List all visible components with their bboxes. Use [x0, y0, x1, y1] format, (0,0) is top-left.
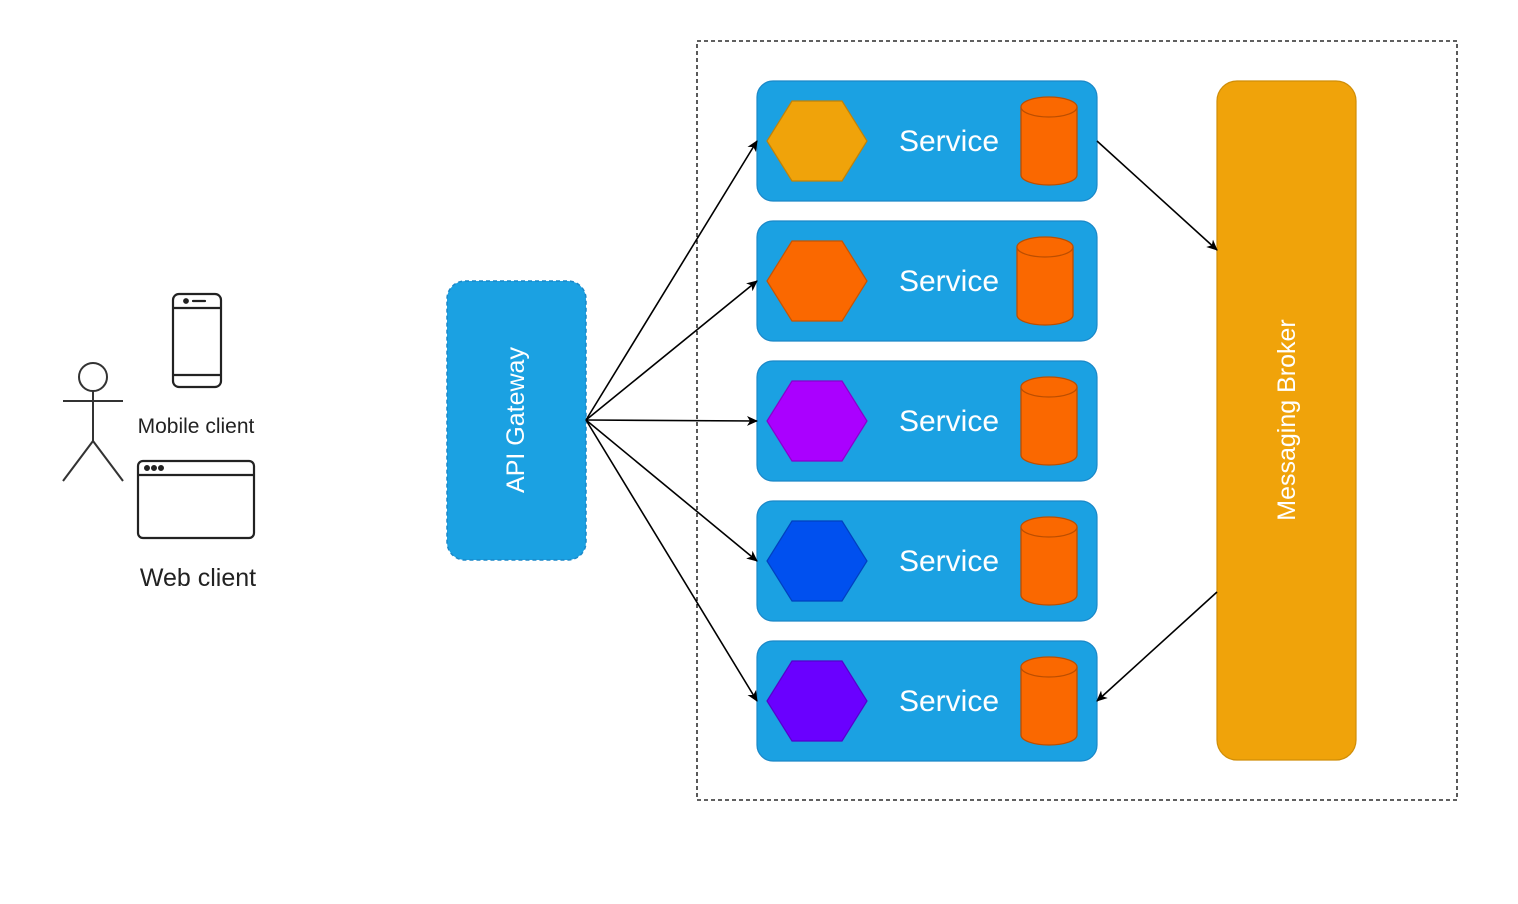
service-3[interactable]: Service — [756, 360, 1098, 482]
edge-gateway-to-service-3[interactable] — [585, 415, 758, 426]
edge-gateway-to-service-1[interactable] — [585, 140, 758, 421]
edge-broker-to-service-5[interactable] — [1096, 591, 1218, 702]
api-gateway[interactable]: API Gateway — [446, 280, 587, 561]
service-hexagon-icon — [766, 520, 868, 602]
edge-service-1-to-broker[interactable] — [1096, 140, 1218, 251]
edge-gateway-to-service-2[interactable] — [585, 280, 758, 421]
service-label: Service — [899, 685, 999, 718]
mobile-phone-icon — [171, 292, 223, 389]
messaging-broker-label: Messaging Broker — [1273, 319, 1301, 520]
service-hexagon-icon — [766, 100, 868, 182]
web-client[interactable]: Web client — [136, 459, 256, 592]
service-label: Service — [899, 545, 999, 578]
service-hexagon-icon — [766, 380, 868, 462]
mobile-client[interactable]: Mobile client — [138, 292, 255, 438]
messaging-broker-box — [1216, 80, 1357, 761]
database-icon — [1016, 236, 1074, 326]
service-label: Service — [899, 265, 999, 298]
web-client-label: Web client — [140, 564, 256, 592]
edges-group — [585, 140, 1218, 702]
service-2[interactable]: Service — [756, 220, 1098, 342]
service-1[interactable]: Service — [756, 80, 1098, 202]
database-icon — [1020, 516, 1078, 606]
service-5[interactable]: Service — [756, 640, 1098, 762]
system-boundary[interactable] — [696, 40, 1458, 801]
mobile-client-label: Mobile client — [138, 415, 255, 438]
edge-gateway-to-service-5[interactable] — [585, 419, 758, 702]
user-actor-icon[interactable] — [62, 362, 124, 482]
browser-window-icon — [136, 459, 256, 540]
database-icon — [1020, 656, 1078, 746]
service-label: Service — [899, 125, 999, 158]
service-4[interactable]: Service — [756, 500, 1098, 622]
database-icon — [1020, 96, 1078, 186]
database-icon — [1020, 376, 1078, 466]
service-hexagon-icon — [766, 660, 868, 742]
service-hexagon-icon — [766, 240, 868, 322]
api-gateway-label: API Gateway — [502, 347, 530, 493]
messaging-broker[interactable]: Messaging Broker — [1216, 80, 1357, 761]
edge-gateway-to-service-4[interactable] — [585, 419, 758, 562]
service-label: Service — [899, 405, 999, 438]
